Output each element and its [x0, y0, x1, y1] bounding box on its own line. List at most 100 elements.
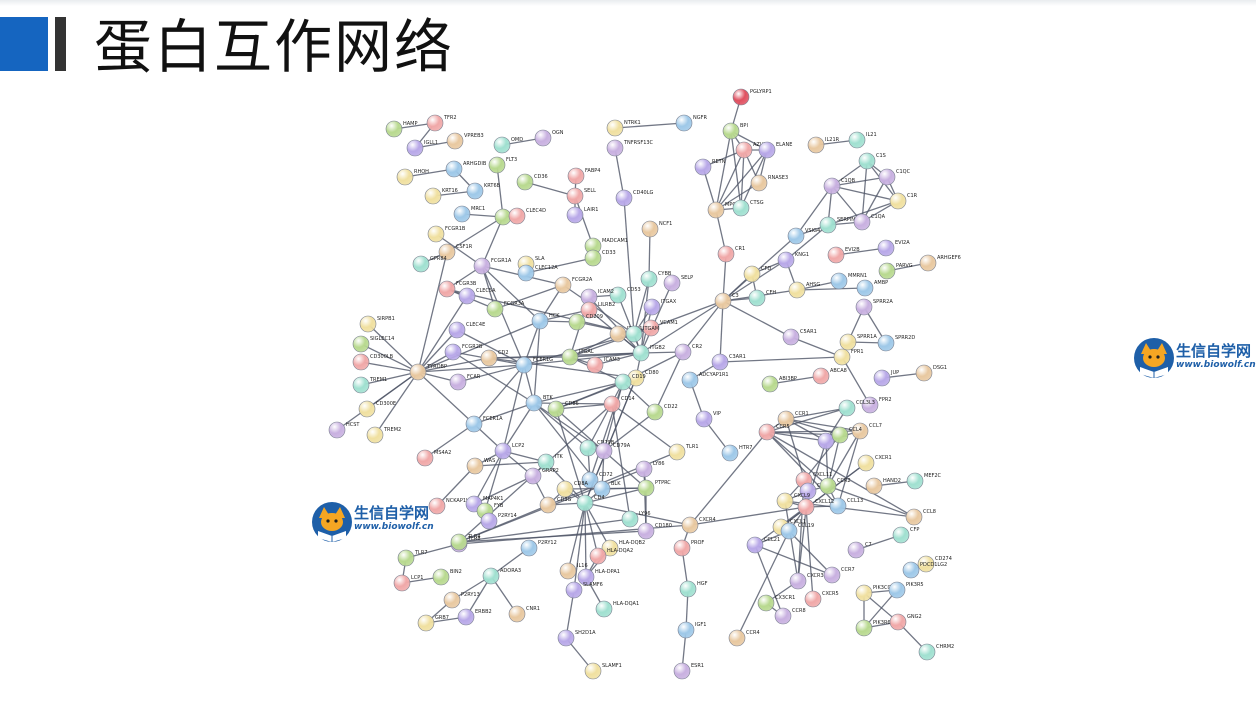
node-CD22[interactable]: CD22 — [646, 403, 678, 421]
node-circle[interactable] — [681, 371, 699, 389]
node-CLEC4D[interactable]: CLEC4D — [508, 207, 546, 225]
node-RETN[interactable]: RETN — [694, 158, 726, 176]
node-TLR4[interactable]: TLR4 — [450, 533, 481, 551]
node-circle[interactable] — [568, 313, 586, 331]
node-circle[interactable] — [586, 356, 604, 374]
node-circle[interactable] — [565, 581, 583, 599]
node-CD53[interactable]: CD53 — [609, 286, 641, 304]
node-circle[interactable] — [494, 208, 512, 226]
node-circle[interactable] — [640, 270, 658, 288]
node-CHRM2[interactable]: CHRM2 — [918, 643, 954, 661]
node-PDCD1LG2[interactable]: PDCD1LG2 — [902, 561, 947, 579]
node-circle[interactable] — [593, 480, 611, 498]
node-circle[interactable] — [855, 619, 873, 637]
node-CCL19[interactable]: CCL19 — [780, 522, 814, 540]
node-circle[interactable] — [625, 325, 643, 343]
node-circle[interactable] — [637, 522, 655, 540]
node-CCL3L3[interactable]: CCL3L3 — [838, 399, 875, 417]
node-FPR2[interactable]: FPR2 — [861, 396, 892, 414]
node-CLEC4E[interactable]: CLEC4E — [448, 321, 485, 339]
node-circle[interactable] — [777, 251, 795, 269]
node-SIGLEC14[interactable]: SIGLEC14 — [352, 335, 394, 353]
node-circle[interactable] — [448, 321, 466, 339]
node-ABCA8[interactable]: ABCA8 — [812, 367, 847, 385]
node-circle[interactable] — [865, 477, 883, 495]
node-circle[interactable] — [839, 333, 857, 351]
node-circle[interactable] — [443, 591, 461, 609]
node-circle[interactable] — [537, 453, 555, 471]
node-circle[interactable] — [515, 356, 533, 374]
node-GNG2[interactable]: GNG2 — [889, 613, 922, 631]
node-circle[interactable] — [534, 129, 552, 147]
node-circle[interactable] — [397, 549, 415, 567]
node-circle[interactable] — [517, 264, 535, 282]
node-circle[interactable] — [858, 152, 876, 170]
node-HLA-DQA1[interactable]: HLA-DQA1 — [595, 600, 639, 618]
node-circle[interactable] — [906, 472, 924, 490]
node-MRC1[interactable]: MRC1 — [453, 205, 485, 223]
node-circle[interactable] — [396, 168, 414, 186]
node-circle[interactable] — [584, 662, 602, 680]
node-circle[interactable] — [584, 249, 602, 267]
node-CD36[interactable]: CD36 — [516, 173, 548, 191]
node-CCR2[interactable]: CCR2 — [819, 477, 851, 495]
node-ITGAL[interactable]: ITGAL — [561, 348, 594, 366]
node-NGFR[interactable]: NGFR — [675, 114, 707, 132]
node-circle[interactable] — [516, 173, 534, 191]
node-CD19[interactable]: CD19 — [614, 373, 646, 391]
node-circle[interactable] — [576, 494, 594, 512]
node-CXCR5[interactable]: CXCR5 — [804, 590, 839, 608]
node-circle[interactable] — [735, 141, 753, 159]
node-LILRB2[interactable]: LILRB2 — [580, 301, 615, 319]
node-PTPRC[interactable]: PTPRC — [637, 479, 671, 497]
node-ESR1[interactable]: ESR1 — [673, 662, 704, 680]
node-CFD[interactable]: CFD — [743, 265, 771, 283]
node-circle[interactable] — [750, 174, 768, 192]
node-circle[interactable] — [847, 541, 865, 559]
node-C1QB[interactable]: C1QB — [823, 177, 856, 195]
node-CD300LB[interactable]: CD300LB — [352, 353, 394, 371]
node-MEF2C[interactable]: MEF2C — [906, 472, 942, 490]
node-circle[interactable] — [857, 454, 875, 472]
node-JUP[interactable]: JUP — [873, 369, 899, 387]
node-FCER1A[interactable]: FCER1A — [465, 415, 503, 433]
node-circle[interactable] — [473, 257, 491, 275]
node-circle[interactable] — [480, 512, 498, 530]
node-ELANE[interactable]: ELANE — [758, 141, 792, 159]
node-circle[interactable] — [757, 594, 775, 612]
node-BIN2[interactable]: BIN2 — [432, 568, 462, 586]
node-FCGR1B[interactable]: FCGR1B — [427, 225, 466, 243]
node-LAIR1[interactable]: LAIR1 — [566, 206, 598, 224]
node-CSF1R[interactable]: CSF1R — [438, 243, 473, 261]
node-circle[interactable] — [732, 199, 750, 217]
node-circle[interactable] — [776, 492, 794, 510]
node-circle[interactable] — [673, 662, 691, 680]
node-circle[interactable] — [681, 516, 699, 534]
node-circle[interactable] — [603, 395, 621, 413]
node-OMD[interactable]: OMD — [493, 136, 523, 154]
node-circle[interactable] — [609, 286, 627, 304]
node-circle[interactable] — [856, 279, 874, 297]
node-circle[interactable] — [427, 225, 445, 243]
node-circle[interactable] — [707, 201, 725, 219]
node-circle[interactable] — [426, 114, 444, 132]
node-circle[interactable] — [632, 344, 650, 362]
node-circle[interactable] — [359, 315, 377, 333]
node-DSG1[interactable]: DSG1 — [915, 364, 947, 382]
node-circle[interactable] — [480, 349, 498, 367]
node-SPRR1A[interactable]: SPRR1A — [839, 333, 877, 351]
node-circle[interactable] — [674, 343, 692, 361]
node-NCKAP1L[interactable]: NCKAP1L — [428, 497, 469, 515]
node-CXCL9[interactable]: CXCL9 — [776, 492, 810, 510]
node-SERPING1[interactable]: SERPING1 — [819, 216, 862, 234]
node-BPI[interactable]: BPI — [722, 122, 748, 140]
node-circle[interactable] — [449, 373, 467, 391]
node-circle[interactable] — [358, 400, 376, 418]
node-VSIG4[interactable]: VSIG4 — [787, 227, 820, 245]
node-circle[interactable] — [438, 280, 456, 298]
node-C7[interactable]: C7 — [847, 541, 872, 559]
node-circle[interactable] — [508, 207, 526, 225]
node-circle[interactable] — [711, 353, 729, 371]
node-MPO[interactable]: MPO — [707, 201, 736, 219]
node-circle[interactable] — [432, 568, 450, 586]
